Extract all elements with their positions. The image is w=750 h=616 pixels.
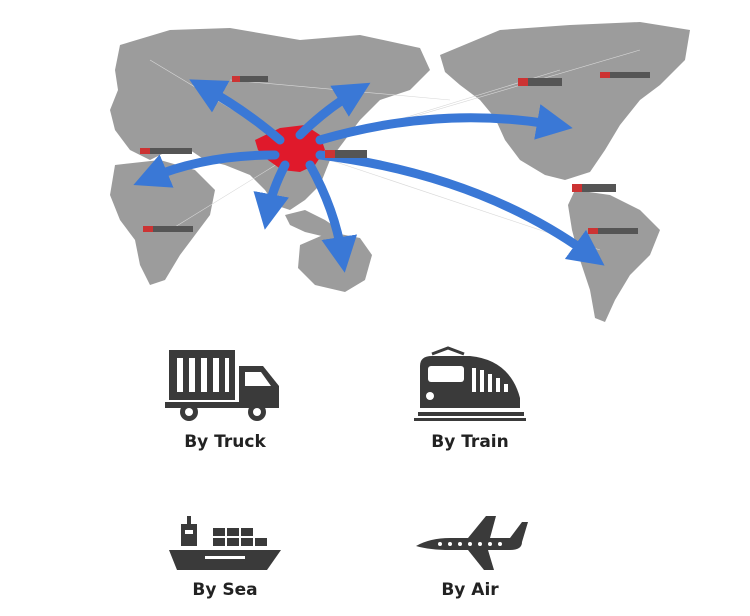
mode-sea: By Sea [140,512,310,600]
ship-icon [169,516,281,570]
world-shipping-map [110,22,690,322]
mode-label-sea: By Sea [192,580,258,600]
truck-icon [165,350,279,421]
south-america-landmass [568,190,660,322]
arrow-to-northeast [295,82,371,140]
arrow-to-russia [189,79,285,145]
vehicle-markers [140,72,650,234]
mode-label-truck: By Truck [184,432,266,452]
se-asia-islands [285,210,340,238]
mode-label-train: By Train [431,432,509,452]
train-icon [414,346,526,421]
route-arrows [133,79,605,273]
africa-landmass [110,160,215,285]
arrow-to-southasia [253,160,290,230]
arrow-to-north-america [315,104,573,145]
mode-label-air: By Air [441,580,499,600]
arrow-to-australia [305,160,358,273]
continents [110,22,690,322]
mode-truck: By Truck [140,346,310,452]
arrow-to-europe [133,150,280,188]
eurasia-landmass [110,28,430,210]
mode-air: By Air [385,512,555,600]
mode-train: By Train [385,346,555,452]
arrow-to-south-america [315,150,605,266]
airplane-icon [416,516,528,570]
north-america-landmass [440,22,690,180]
